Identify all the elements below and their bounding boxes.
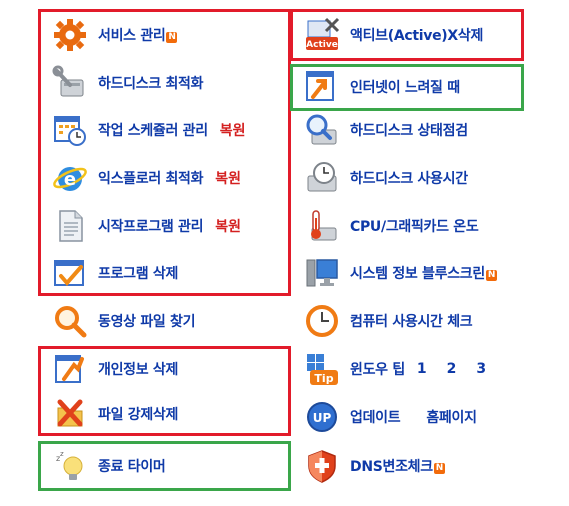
slow-internet-icon (302, 67, 342, 107)
privacy-delete-item[interactable]: 개인정보 삭제 (50, 349, 178, 389)
dns-shield-icon (302, 446, 342, 486)
magnifier-icon (50, 301, 90, 341)
svg-text:e: e (64, 169, 76, 190)
new-badge: N (433, 463, 445, 474)
clock-icon (302, 301, 342, 341)
program-delete-icon (50, 253, 90, 293)
windows-tip-item: Tip 윈도우 팁 1 2 3 (302, 349, 486, 389)
disk-time-label: 하드디스크 사용시간 (350, 171, 468, 187)
windows-tip-link-1[interactable]: 1 (416, 361, 427, 377)
restore-link[interactable]: 복원 (215, 219, 241, 235)
file-force-delete-icon (50, 394, 90, 434)
program-delete-item[interactable]: 프로그램 삭제 (50, 253, 178, 293)
task-scheduler-item[interactable]: 작업 스케쥴러 관리 복원 (50, 110, 246, 150)
activex-delete-item[interactable]: Active 액티브(Active)X삭제 (302, 15, 483, 55)
slow-internet-label: 인터넷이 느려질 때 (350, 80, 460, 96)
update-link[interactable]: 업데이트 (350, 410, 401, 426)
disk-time-item[interactable]: 하드디스크 사용시간 (302, 158, 468, 198)
windows-tip-label: 윈도우 팁 (350, 362, 405, 378)
wrench-disk-icon (50, 63, 90, 103)
system-info-icon (302, 253, 342, 293)
temperature-icon (302, 206, 342, 246)
windows-tip-links: 1 2 3 (417, 361, 486, 377)
scheduler-icon (50, 110, 90, 150)
disk-optimize-item[interactable]: 하드디스크 최적화 (50, 63, 204, 103)
disk-check-label: 하드디스크 상태점검 (350, 123, 468, 139)
update-item: UP 업데이트 홈페이지 (302, 397, 477, 437)
document-icon (50, 206, 90, 246)
activex-delete-label: 액티브(Active)X삭제 (350, 28, 484, 44)
restore-link[interactable]: 복원 (215, 171, 241, 187)
file-force-delete-label: 파일 강제삭제 (98, 407, 179, 423)
windows-tip-icon-text: Tip (314, 372, 333, 385)
disk-optimize-label: 하드디스크 최적화 (98, 76, 204, 92)
disk-time-icon (302, 158, 342, 198)
windows-tip-link-3[interactable]: 3 (476, 361, 487, 377)
temperature-label: CPU/그래픽카드 온도 (350, 219, 479, 235)
file-force-delete-item[interactable]: 파일 강제삭제 (50, 394, 178, 434)
new-badge: N (166, 32, 178, 43)
activex-icon-text: Active (306, 40, 338, 50)
new-badge: N (485, 270, 497, 281)
windows-tip-icon: Tip (302, 349, 342, 389)
video-find-label: 동영상 파일 찾기 (98, 314, 196, 330)
homepage-link[interactable]: 홈페이지 (426, 410, 477, 426)
disk-check-item[interactable]: 하드디스크 상태점검 (302, 110, 468, 150)
startup-program-label: 시작프로그램 관리 (98, 219, 204, 235)
privacy-delete-icon (50, 349, 90, 389)
slow-internet-item[interactable]: 인터넷이 느려질 때 (302, 67, 460, 107)
usage-time-label: 컴퓨터 사용시간 체크 (350, 314, 473, 330)
privacy-delete-label: 개인정보 삭제 (98, 362, 179, 378)
explorer-optimize-label: 익스플로러 최적화 (98, 171, 204, 187)
startup-program-item[interactable]: 시작프로그램 관리 복원 (50, 206, 241, 246)
svg-text:z: z (60, 450, 64, 458)
update-icon: UP (302, 397, 342, 437)
disk-check-icon (302, 110, 342, 150)
video-find-item[interactable]: 동영상 파일 찾기 (50, 301, 196, 341)
update-icon-text: UP (313, 411, 332, 425)
restore-link[interactable]: 복원 (219, 123, 246, 139)
gear-icon (50, 15, 90, 55)
activex-icon: Active (302, 15, 342, 55)
usage-time-item[interactable]: 컴퓨터 사용시간 체크 (302, 301, 473, 341)
temperature-item[interactable]: CPU/그래픽카드 온도 (302, 206, 479, 246)
windows-tip-link-2[interactable]: 2 (446, 361, 457, 377)
internet-explorer-icon: e (50, 158, 90, 198)
program-delete-label: 프로그램 삭제 (98, 266, 179, 282)
task-scheduler-label: 작업 스케쥴러 관리 (98, 123, 208, 139)
explorer-optimize-item[interactable]: e 익스플로러 최적화 복원 (50, 158, 241, 198)
shutdown-timer-label: 종료 타이머 (98, 459, 166, 475)
svg-text:z: z (56, 454, 60, 463)
